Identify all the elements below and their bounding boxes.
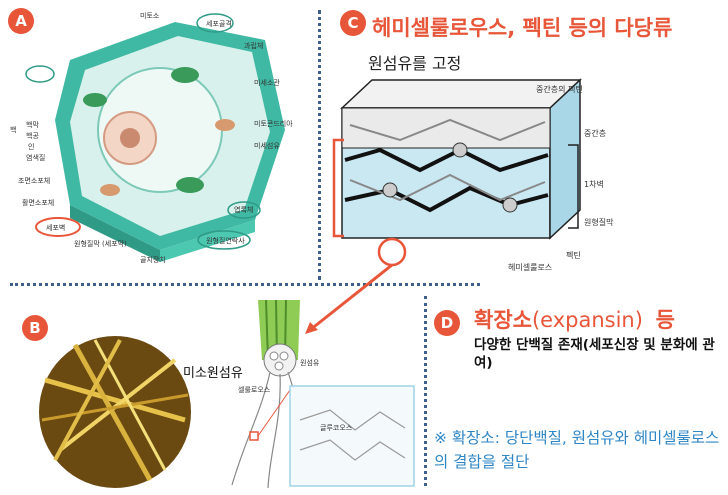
cell-wall-block-diagram [305,80,580,334]
label-primary-wall: 1차벽 [584,179,604,189]
label-microtubule: 미세소관 [254,78,280,87]
label-mitoso: 미토소 [140,11,160,20]
label-granule: 과립체 [244,41,263,50]
panel-c-title: 헤미셀룰로우스, 펙틴 등의 다당류 [372,12,672,42]
label-mitochondria: 미토콘드리아 [254,119,293,128]
label-cytoskeleton: 세포골격 [206,19,232,28]
panel-c-subtitle: 원섬유를 고정 [368,50,461,74]
label-cell-wall: 세포벽 [46,223,65,232]
label-glucose: 글루코오스 [320,424,353,432]
label-smooth-er: 활면소포체 [22,198,54,207]
label-plasma-membrane-c: 원형질막 [584,217,614,227]
label-nuclear-pore: 핵공 [26,131,39,140]
panel-d-description: 다양한 단백질 존재(세포신장 및 분화에 관여) [474,336,724,372]
badge-d: D [434,310,460,336]
microfibril-illustration [232,300,414,488]
microfibril-label: 미소원섬유 [183,362,243,381]
label-nuclear-envelope: 핵막 [26,120,39,129]
label-fibril: 원섬유 [300,358,320,367]
expansin-etc: 등 [656,308,675,332]
label-microfilament: 미세섬유 [254,141,280,150]
label-plasmodesmata: 원형질연락사 [206,236,245,245]
label-chromatin: 염색질 [26,153,45,162]
label-hemicellulose: 헤미셀룰로스 [508,262,552,272]
expansin-title: 확장소 [474,308,532,332]
label-cellulose: 셀룰로오스 [238,386,271,394]
label-nucleolus: 인 [28,142,34,151]
label-pectin: 펙틴 [566,250,581,260]
badge-b: B [22,315,48,341]
label-middle-lamella: 중간층 [584,128,606,138]
badge-a: A [8,8,34,34]
expansin-paren: (expansin) [532,308,643,332]
label-chloroplast: 엽록체 [234,205,253,214]
label-nucleus: 핵 [10,125,16,134]
panel-d-title: 확장소(expansin) 등 [474,304,675,334]
cellulose-micrograph [39,336,191,488]
expansin-note: ※ 확장소: 당단백질, 원섬유와 헤미셀룰로스의 결합을 절단 [434,426,724,474]
label-golgi: 골지장치 [140,255,166,264]
label-rough-er: 조면소포체 [18,176,50,185]
label-plasma-membrane: 원형질막 (세포막) [74,239,127,248]
badge-c: C [340,10,366,36]
label-middle-lamella-pectin: 중간층의 펙틴 [536,84,583,94]
